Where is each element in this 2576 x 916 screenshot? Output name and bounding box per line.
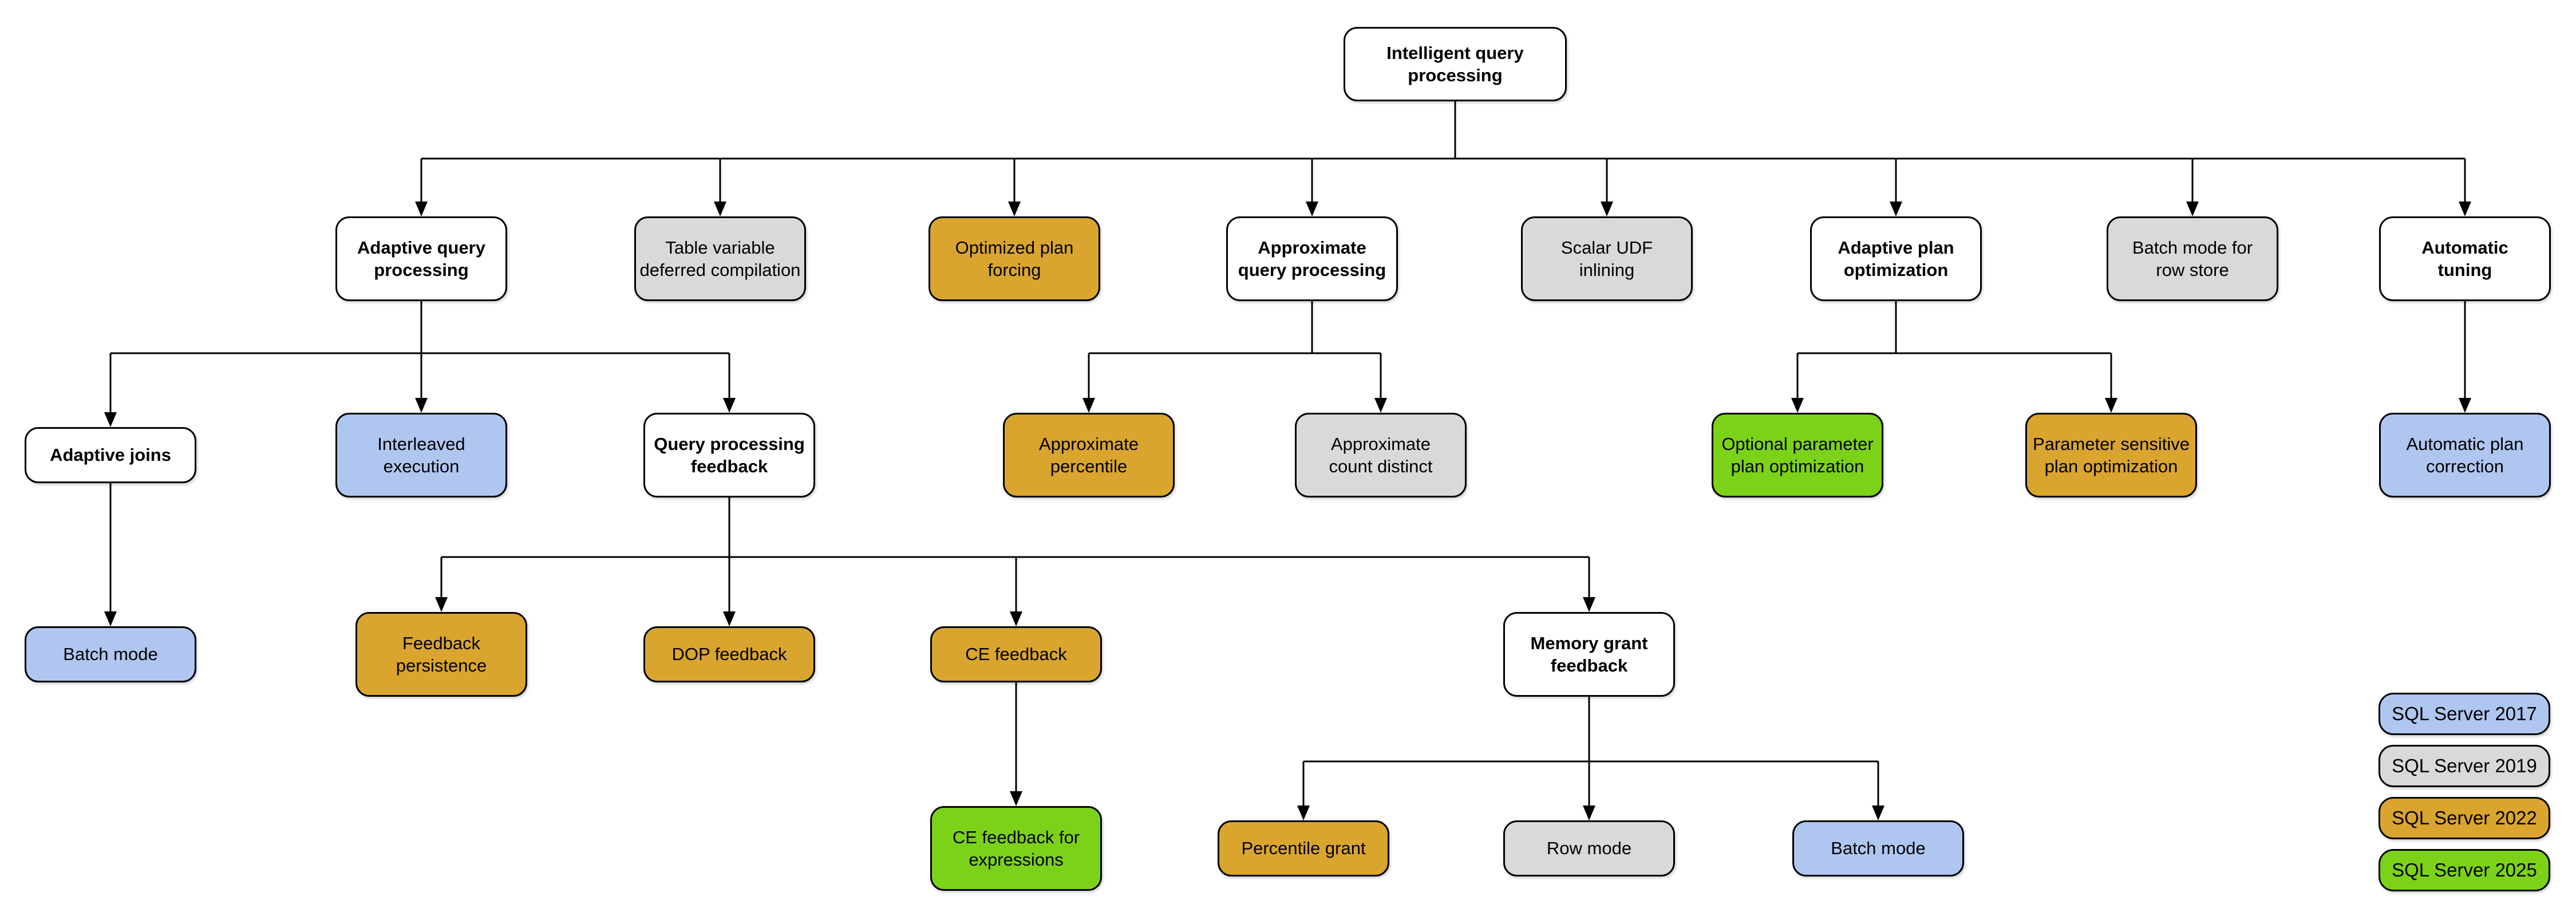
node-sudf: Scalar UDF inlining bbox=[1521, 216, 1693, 301]
node-cefe: CE feedback for expressions bbox=[930, 806, 1102, 891]
node-apo: Adaptive plan optimization bbox=[1810, 216, 1982, 301]
node-dop: DOP feedback bbox=[643, 626, 815, 682]
node-bm: Batch mode bbox=[25, 626, 196, 682]
node-bmrs: Batch mode for row store bbox=[2107, 216, 2278, 301]
node-pg: Percentile grant bbox=[1218, 820, 1389, 876]
node-acd: Approximate count distinct bbox=[1295, 413, 1467, 498]
node-cef: CE feedback bbox=[930, 626, 1102, 682]
legend-item-2019: SQL Server 2019 bbox=[2379, 745, 2550, 787]
legend-item-2017: SQL Server 2017 bbox=[2379, 693, 2550, 735]
node-at: Automatic tuning bbox=[2379, 216, 2551, 301]
node-pspo: Parameter sensitive plan optimization bbox=[2025, 413, 2197, 498]
node-ap: Approximate percentile bbox=[1003, 413, 1175, 498]
node-bm2: Batch mode bbox=[1792, 820, 1964, 876]
legend-item-2022: SQL Server 2022 bbox=[2379, 797, 2550, 839]
legend-item-2025: SQL Server 2025 bbox=[2379, 849, 2550, 891]
node-ie: Interleaved execution bbox=[335, 413, 507, 498]
node-opf: Optimized plan forcing bbox=[929, 216, 1100, 301]
node-mgf: Memory grant feedback bbox=[1503, 612, 1675, 697]
node-iqp: Intelligent query processing bbox=[1344, 27, 1567, 101]
node-rm: Row mode bbox=[1503, 820, 1675, 876]
node-qpf: Query processing feedback bbox=[643, 413, 815, 498]
node-fp: Feedback persistence bbox=[355, 612, 527, 697]
node-aqp: Adaptive query processing bbox=[335, 216, 507, 301]
node-aqproc: Approximate query processing bbox=[1226, 216, 1398, 301]
node-tvdc: Table variable deferred compilation bbox=[634, 216, 806, 301]
node-aj: Adaptive joins bbox=[25, 427, 196, 483]
node-apc: Automatic plan correction bbox=[2379, 413, 2551, 498]
node-oppo: Optional parameter plan optimization bbox=[1712, 413, 1883, 498]
